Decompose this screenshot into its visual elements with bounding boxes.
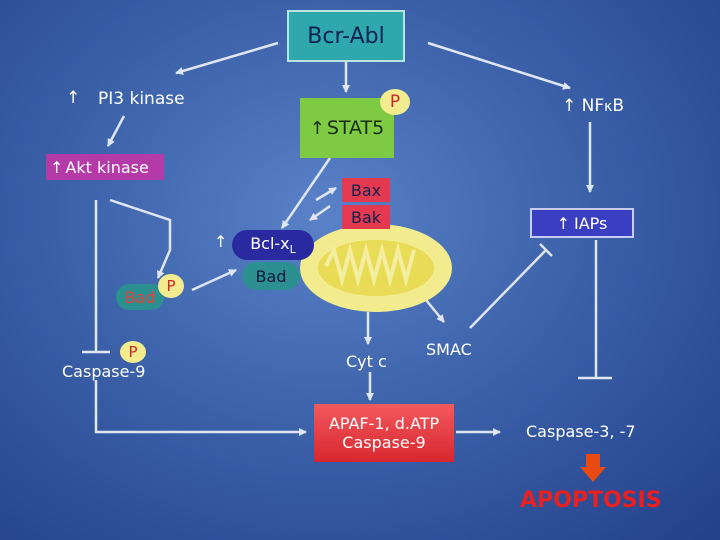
mitochondrion — [300, 224, 452, 312]
iaps-up-arrow-icon: ↑ — [556, 213, 571, 233]
arrow-bax-bcl-b — [309, 204, 331, 222]
arrow-bcrabl-pi3k — [175, 41, 279, 75]
apoptosis-label: APOPTOSIS — [520, 488, 662, 513]
caspase37-label: Caspase-3, -7 — [526, 422, 636, 441]
arrow-stat5-bclxl — [280, 157, 332, 229]
bad-complex-label: Bad — [255, 266, 287, 286]
apaf-box: APAF-1, d.ATP Caspase-9 — [314, 404, 454, 462]
stat5-up-arrow-icon: ↑ — [309, 117, 325, 139]
nfkb-up-arrow-icon: ↑ — [562, 96, 577, 116]
bak-label: Bak — [350, 207, 382, 227]
nfkb-suffix: B — [612, 96, 625, 116]
casp9-phospho-label: P — [128, 343, 138, 361]
pi3-kinase-label: PI3 kinase — [98, 89, 185, 109]
akt-kinase-box: ↑ Akt kinase — [46, 154, 164, 180]
nfkb-kappa: κ — [604, 99, 613, 115]
apoptosis-arrow — [580, 454, 606, 482]
stat5-phospho-badge: P — [380, 89, 410, 115]
bax-label: Bax — [350, 180, 382, 200]
stat5-phospho-label: P — [389, 92, 401, 112]
arrow-bcrabl-nfkb — [427, 41, 571, 90]
stat5-label: STAT5 — [326, 117, 385, 139]
akt-kinase-label: Akt kinase — [65, 157, 149, 177]
bclxl-subscript: L — [289, 243, 296, 257]
arrow-akt-bad-loop — [109, 198, 172, 279]
bclxl-prefix: Bcl-x — [250, 233, 290, 253]
bad-phospho-label: P — [166, 277, 176, 295]
bclxl-up-arrow-icon: ↑ — [214, 232, 228, 251]
bcr-abl-box: Bcr-Abl — [287, 10, 405, 62]
inhibit-smac-iaps — [469, 249, 547, 329]
arrow-badp-bad — [191, 268, 237, 292]
bclxl-label: Bcl-xL — [250, 234, 296, 256]
nfkb-label: ↑ NFκB — [562, 96, 624, 116]
arrow-casp9-apaf — [94, 380, 307, 436]
caspase9-label: Caspase-9 — [62, 362, 146, 381]
iaps-box: ↑ IAPs — [530, 208, 634, 238]
pi3k-up-arrow-icon: ↑ — [66, 88, 81, 108]
stat5-box: ↑ STAT5 — [300, 98, 394, 158]
bad-box: Bad — [116, 284, 164, 310]
iaps-label: IAPs — [574, 213, 608, 233]
akt-up-arrow-icon: ↑ — [50, 157, 64, 177]
cyt-c-label: Cyt c — [346, 352, 387, 371]
bad-phospho-badge: P — [158, 274, 184, 298]
nfkb-prefix: NF — [581, 96, 605, 116]
arrow-pi3k-akt — [106, 115, 126, 147]
bclxl-box: Bcl-xL — [232, 230, 314, 260]
smac-label: SMAC — [426, 340, 472, 359]
bad-complex-box: Bad — [242, 262, 300, 290]
arrow-mito-smac — [425, 299, 445, 323]
apaf-line1: APAF-1, d.ATP — [328, 414, 440, 433]
casp9-phospho-badge: P — [120, 341, 146, 363]
arrow-bax-bcl-a — [315, 186, 337, 202]
bak-box: Bak — [342, 205, 390, 229]
inhibit-smac-iaps-bar — [539, 243, 553, 257]
apaf-line2: Caspase-9 — [342, 433, 426, 452]
bad-label: Bad — [124, 287, 156, 307]
bcr-abl-label: Bcr-Abl — [307, 23, 385, 49]
bax-box: Bax — [342, 178, 390, 202]
